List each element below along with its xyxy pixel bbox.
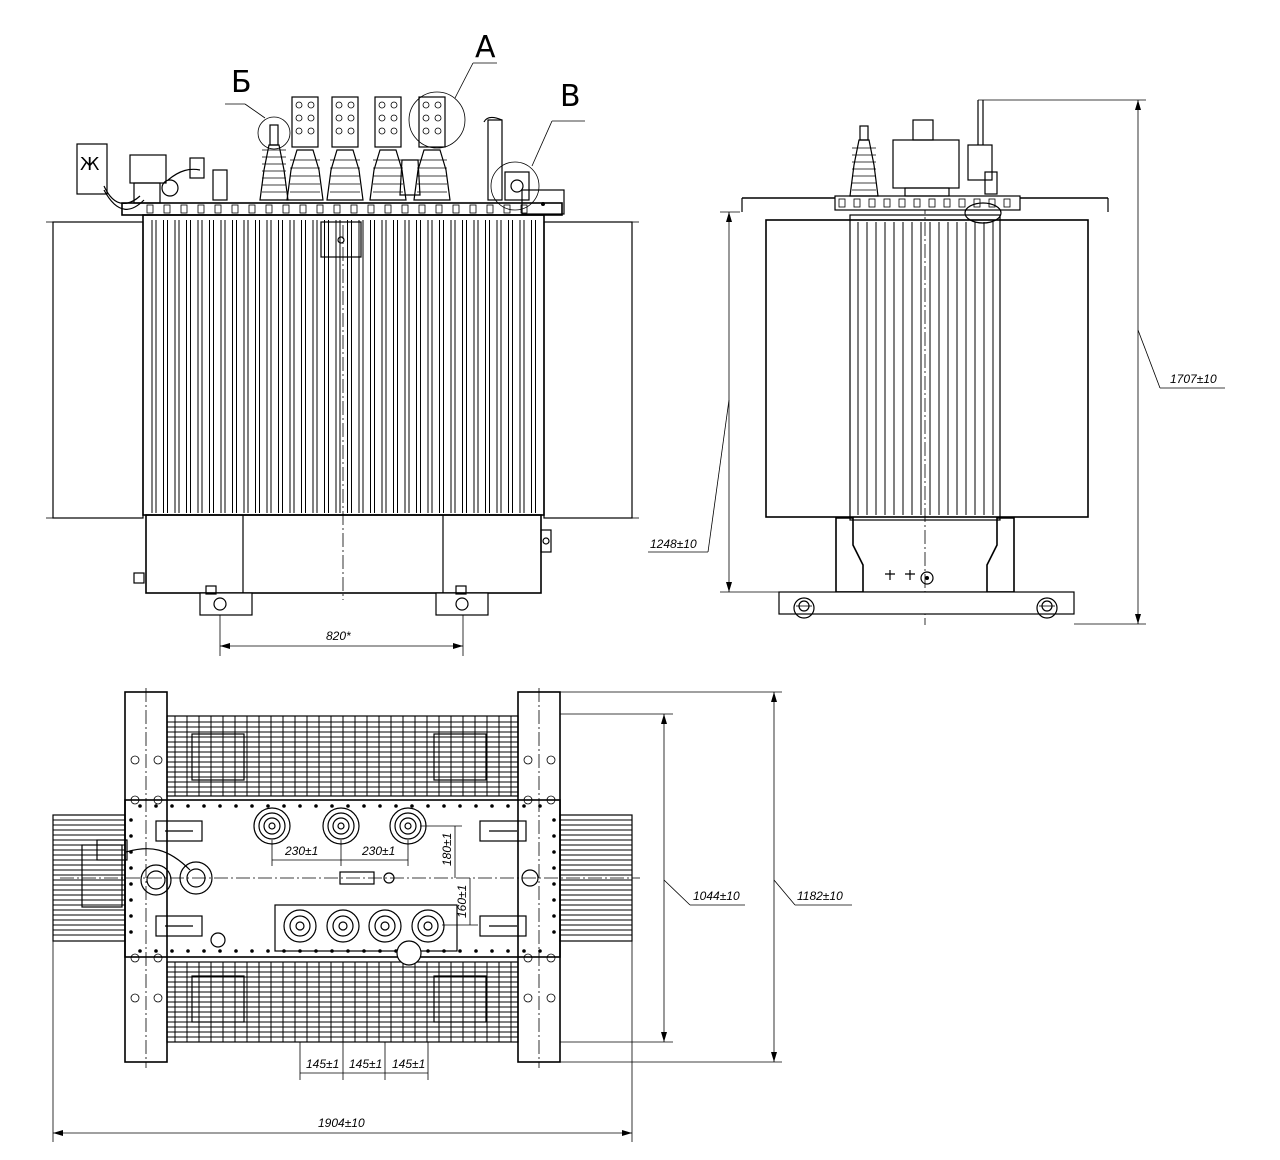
dim-lv-pitch-1: 145±1 [306, 1057, 339, 1071]
callout-v: В [560, 79, 581, 114]
dim-overall-height: 1707±10 [1170, 372, 1217, 386]
dim-hv-row-offset: 180±1 [440, 833, 454, 866]
callout-b: Б [231, 65, 252, 100]
side-view: 1248±10 1707±10 [648, 99, 1225, 625]
dim-lv-pitch-3: 145±1 [392, 1057, 425, 1071]
dim-width-outer: 1182±10 [797, 889, 843, 903]
dim-lv-pitch-2: 145±1 [349, 1057, 382, 1071]
front-bushings [259, 96, 451, 201]
callout-circle-v [490, 161, 540, 211]
front-view: А Б В Ж 820* [46, 30, 639, 656]
callout-a: А [475, 30, 496, 65]
dim-hv-pitch-1: 230±1 [284, 844, 318, 858]
callout-circle-b [257, 116, 291, 150]
dim-hv-pitch-2: 230±1 [361, 844, 395, 858]
top-view: 230±1 230±1 180±1 160±1 145±1 145±1 145±… [52, 688, 852, 1142]
dim-width-inner: 1044±10 [693, 889, 740, 903]
dim-base-spacing: 820* [326, 629, 351, 643]
dim-tank-height: 1248±10 [650, 537, 697, 551]
dim-overall-length: 1904±10 [318, 1116, 365, 1130]
dim-lv-row-offset: 160±1 [455, 885, 469, 918]
front-fins [151, 220, 536, 513]
callout-zh: Ж [80, 154, 100, 175]
callout-circle-a [408, 91, 466, 149]
